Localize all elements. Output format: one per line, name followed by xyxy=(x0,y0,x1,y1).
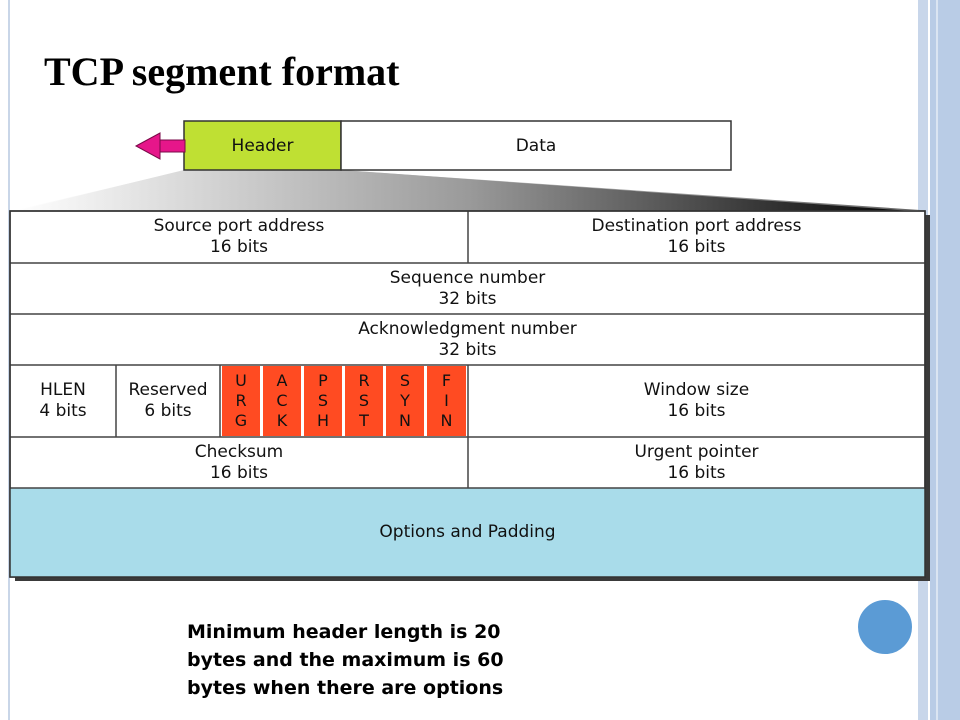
flag-letter: U xyxy=(235,371,247,390)
header-label: Header xyxy=(231,135,294,156)
flag-letter: F xyxy=(441,371,452,390)
flag-letter: C xyxy=(276,391,288,410)
slide-title: TCP segment format xyxy=(44,49,400,94)
flag-psh: P S H xyxy=(304,366,342,436)
field-size: 4 bits xyxy=(39,401,87,421)
flag-letter: A xyxy=(276,371,288,390)
field-size: 32 bits xyxy=(438,339,497,360)
field-hlen: HLEN 4 bits xyxy=(10,365,116,437)
field-size: 32 bits xyxy=(438,288,497,309)
field-size: 16 bits xyxy=(667,462,726,483)
left-arrow-icon xyxy=(134,132,186,160)
field-size: 6 bits xyxy=(144,401,192,421)
field-sequence-number: Sequence number 32 bits xyxy=(10,263,925,314)
flag-letter: K xyxy=(276,411,288,430)
flag-ack: A C K xyxy=(263,366,301,436)
field-urgent-pointer: Urgent pointer 16 bits xyxy=(468,437,925,488)
field-name: Sequence number xyxy=(389,267,546,288)
flag-fin: F I N xyxy=(427,366,466,436)
decorative-circle xyxy=(856,598,914,656)
field-destination-port: Destination port address 16 bits xyxy=(468,211,925,263)
flag-letter: T xyxy=(359,411,369,430)
flag-letter: G xyxy=(234,411,248,430)
field-size: 16 bits xyxy=(209,462,269,483)
flag-letter: R xyxy=(235,391,247,410)
flag-letter: S xyxy=(317,391,329,410)
flag-letter: S xyxy=(358,391,370,410)
header-length-note: Minimum header length is 20 bytes and th… xyxy=(187,618,547,702)
flag-urg: U R G xyxy=(222,366,260,436)
field-name: Options and Padding xyxy=(379,522,556,542)
field-window-size: Window size 16 bits xyxy=(468,365,925,437)
field-name: Window size xyxy=(643,380,750,400)
field-size: 16 bits xyxy=(209,237,269,257)
flag-letter: H xyxy=(316,411,330,430)
field-name: Destination port address xyxy=(591,216,802,236)
flag-letter: S xyxy=(399,371,411,390)
note-line: Minimum header length is 20 xyxy=(187,621,501,643)
flag-letter: N xyxy=(399,411,411,430)
flag-letter: I xyxy=(444,391,449,410)
field-name: HLEN xyxy=(40,380,86,400)
slide-right-band-outer xyxy=(930,0,960,720)
field-source-port: Source port address 16 bits xyxy=(10,211,468,263)
note-line: bytes and the maximum is 60 xyxy=(187,649,504,671)
field-name: Checksum xyxy=(194,441,284,462)
field-name: Urgent pointer xyxy=(634,441,759,462)
slide-right-band-line xyxy=(936,0,938,720)
flag-letter: R xyxy=(358,371,370,390)
field-name: Source port address xyxy=(153,216,325,236)
flag-rst: R S T xyxy=(345,366,383,436)
field-name: Acknowledgment number xyxy=(358,318,577,339)
note-line: bytes when there are options xyxy=(187,677,504,699)
field-name: Reserved xyxy=(128,380,208,400)
field-size: 16 bits xyxy=(667,401,726,421)
field-options-padding: Options and Padding xyxy=(10,488,925,577)
field-checksum: Checksum 16 bits xyxy=(10,437,468,488)
flag-letter: P xyxy=(318,371,328,390)
field-ack-number: Acknowledgment number 32 bits xyxy=(10,314,925,365)
field-size: 16 bits xyxy=(667,237,726,257)
flag-syn: S Y N xyxy=(386,366,424,436)
data-label: Data xyxy=(515,135,557,156)
field-reserved: Reserved 6 bits xyxy=(116,365,220,437)
flag-letter: N xyxy=(440,411,453,430)
data-box xyxy=(340,120,732,171)
flag-letter: Y xyxy=(400,391,410,410)
slide-left-rule xyxy=(8,0,10,720)
